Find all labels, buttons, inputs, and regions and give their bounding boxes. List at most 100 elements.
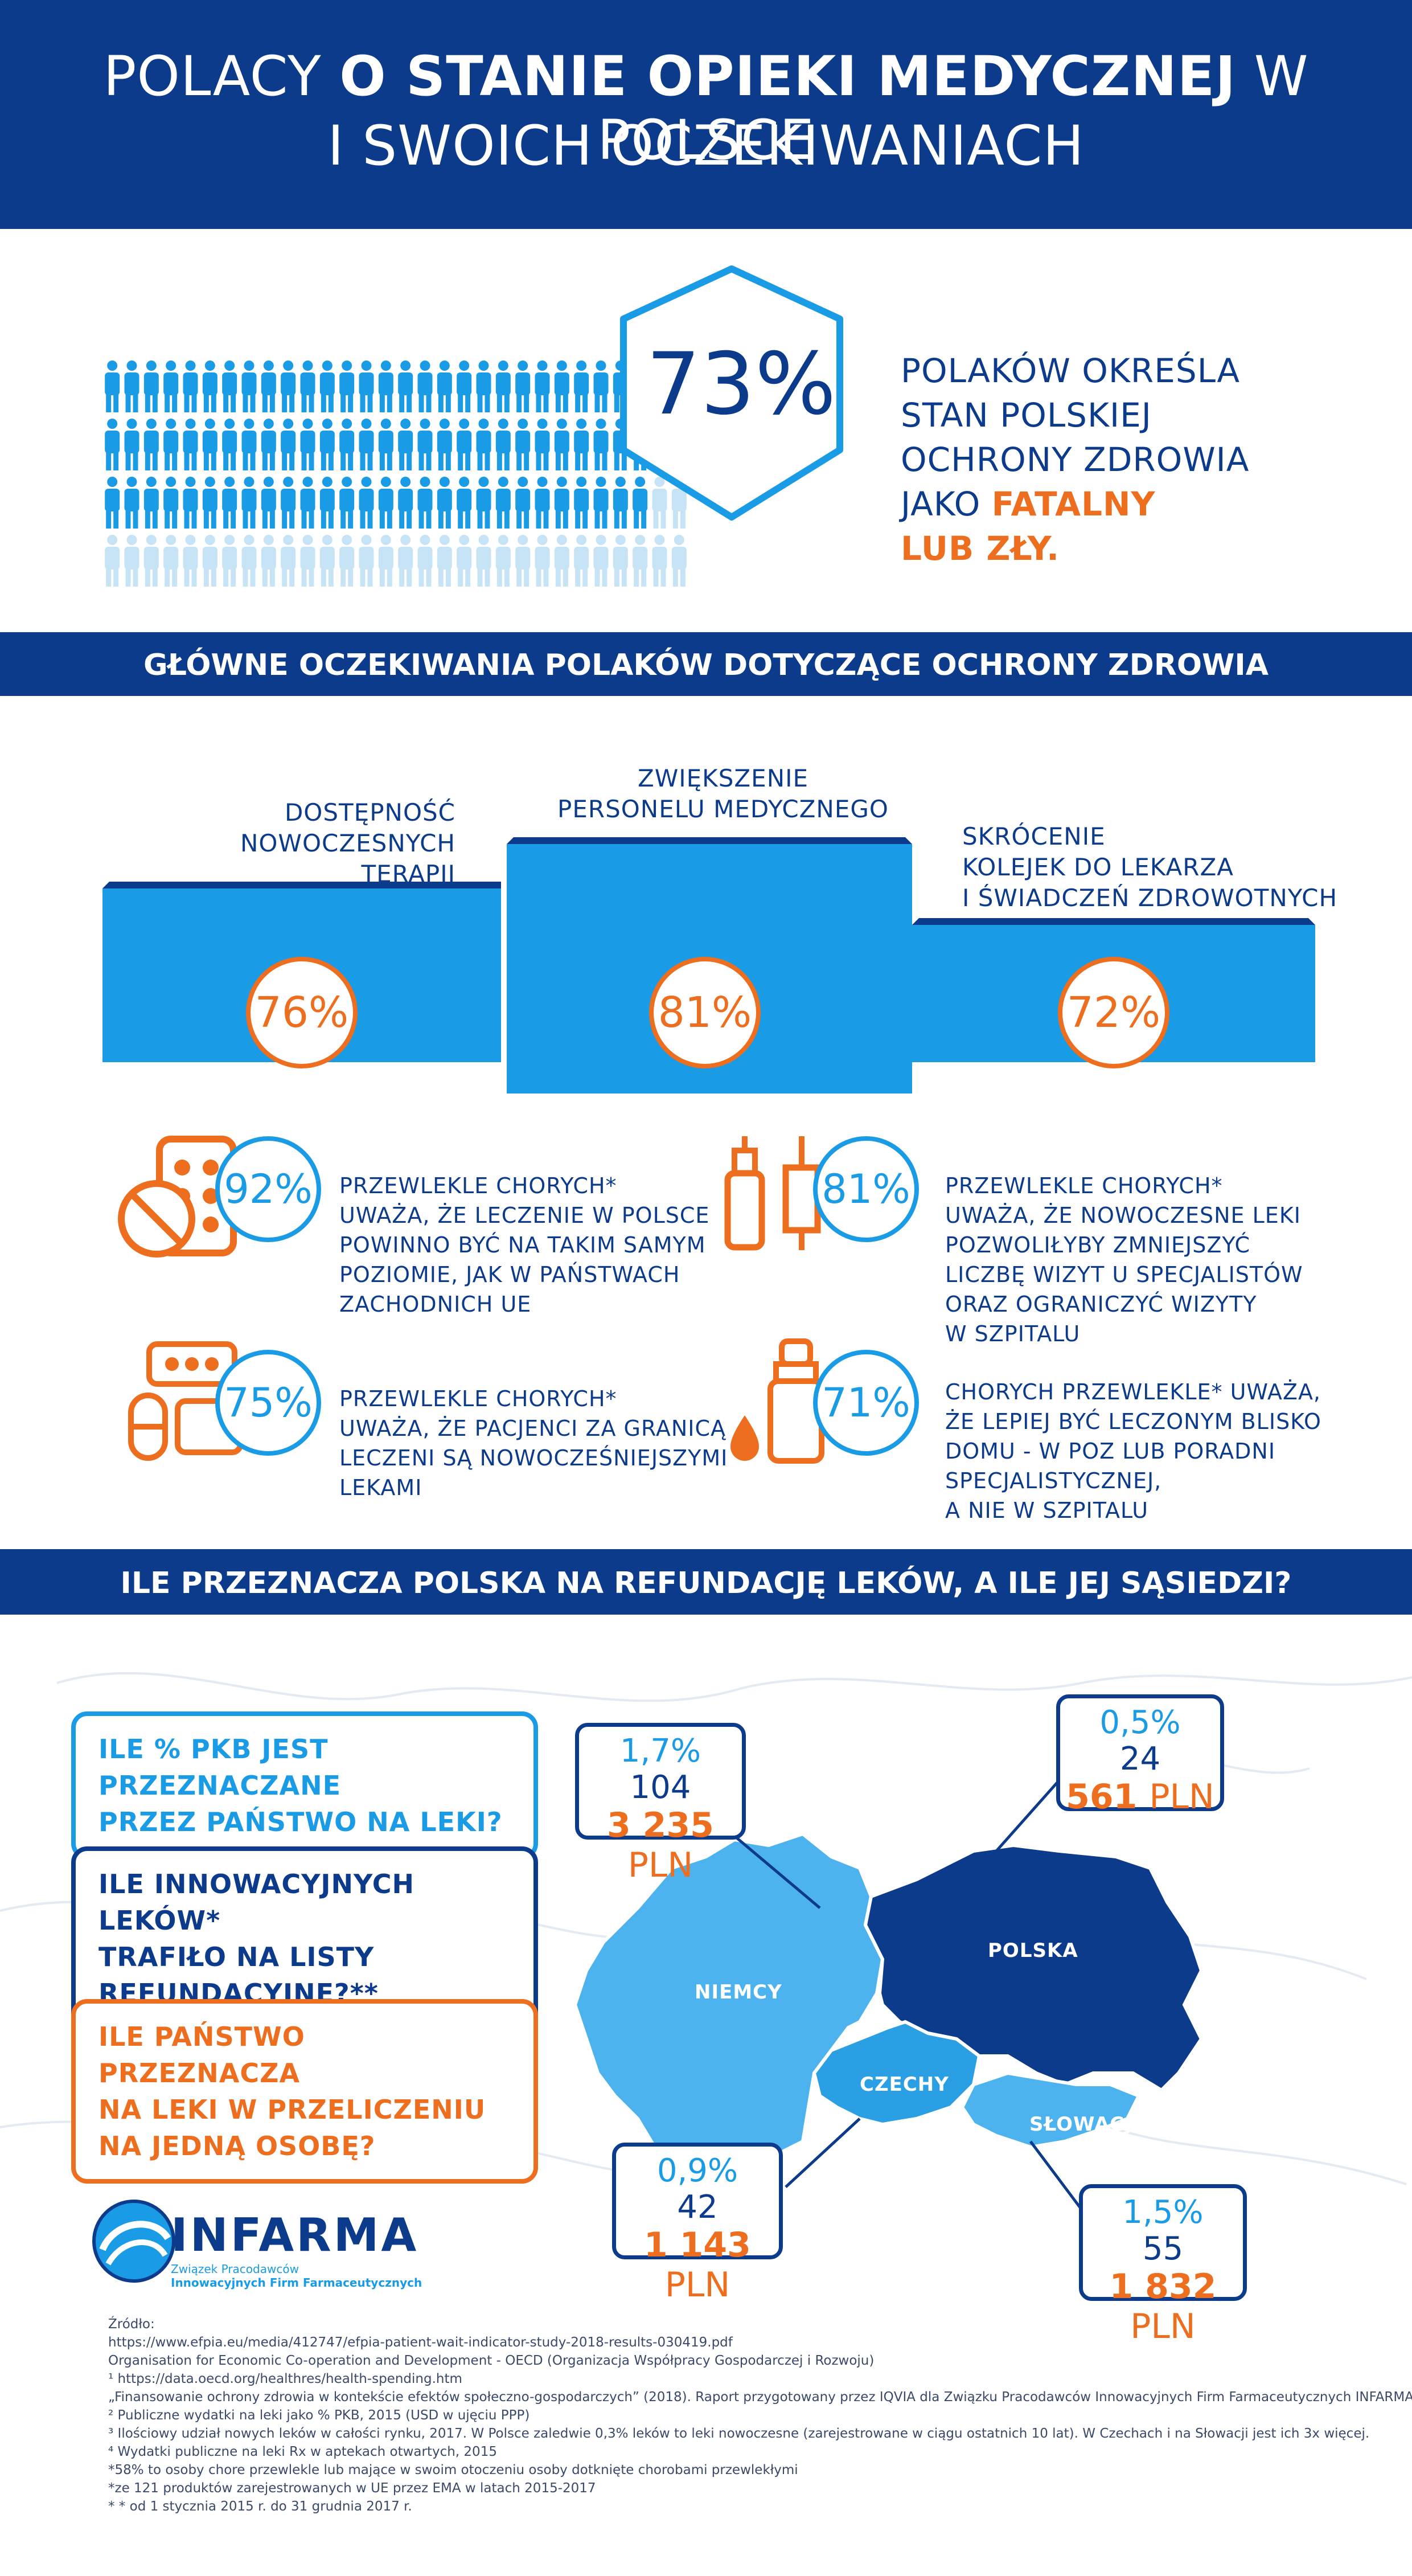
expectation-label-staff-l1: ZWIĘKSZENIE [637, 764, 809, 792]
chronic-text-4-line-5: A NIE W SZPITALU [945, 1498, 1149, 1523]
person-icon [261, 535, 276, 587]
person-icon [281, 477, 296, 529]
czechia-pkb: 0,9% [656, 2152, 738, 2189]
expectation-label-therapies-l2: NOWOCZESNYCH TERAPII [240, 829, 455, 888]
person-icon [202, 361, 217, 412]
person-icon [222, 419, 237, 470]
source-line: ¹ https://data.oecd.org/healthres/health… [108, 2372, 462, 2386]
person-icon [535, 477, 550, 529]
person-icon [476, 535, 491, 587]
person-icon [554, 477, 569, 529]
expectation-value-staff: 81% [649, 957, 761, 1068]
germany-currency: PLN [627, 1845, 693, 1885]
question-capita-line-3: NA JEDNĄ OSOBĘ? [98, 2131, 376, 2161]
person-icon [554, 419, 569, 470]
person-icon [398, 361, 413, 412]
country-label-czechia: CZECHY [860, 2073, 949, 2096]
person-icon [437, 477, 452, 529]
chronic-text-3-line-2: UWAŻA, ŻE PACJENCI ZA GRANICĄ [339, 1416, 726, 1441]
poland-drugs: 24 [1119, 1740, 1161, 1778]
country-label-germany: NIEMCY [695, 1981, 782, 2004]
hexagon-badge-icon [620, 265, 843, 521]
person-icon [378, 361, 393, 412]
person-icon [476, 419, 491, 470]
leader-poland [995, 1773, 1066, 1852]
germany-drugs: 104 [630, 1769, 691, 1806]
expectation-value-queues: 72% [1058, 957, 1169, 1068]
chronic-text-3-line-1: PRZEWLEKLE CHORYCH* [339, 1386, 617, 1411]
person-icon [535, 361, 550, 412]
person-icon [124, 477, 139, 529]
person-icon [281, 535, 296, 587]
person-icon [437, 419, 452, 470]
poland-currency: PLN [1149, 1777, 1214, 1817]
map-slovakia [960, 2071, 1142, 2149]
pills-icon [118, 1136, 237, 1258]
slovakia-currency: PLN [1130, 2307, 1196, 2346]
people-grid-icon [105, 361, 687, 587]
person-icon [300, 361, 315, 412]
chronic-value-2: 81% [813, 1136, 919, 1242]
person-icon [457, 361, 472, 412]
person-icon [574, 419, 589, 470]
person-icon [378, 477, 393, 529]
header-band: POLACY O STANIE OPIEKI MEDYCZNEJ W POLSC… [0, 0, 1412, 229]
source-line: ² Publiczne wydatki na leki jako % PKB, … [108, 2408, 530, 2423]
expectation-label-therapies-l1: DOSTĘPNOŚĆ [284, 798, 455, 826]
person-icon [241, 535, 257, 587]
chronic-text-4-line-2: ŻE LEPIEJ BYĆ LECZONYM BLISKO [945, 1409, 1321, 1434]
person-icon [476, 477, 491, 529]
person-icon [378, 419, 393, 470]
person-icon [613, 477, 628, 529]
question-drugs-line-1: ILE INNOWACYJNYCH LEKÓW* [98, 1869, 414, 1936]
country-label-poland: POLSKA [988, 1939, 1078, 1962]
capsules-icon [128, 1341, 243, 1461]
question-pkb-line-1: ILE % PKB JEST PRZEZNACZANE [98, 1734, 341, 1801]
callout-germany: 1,7% 104 3 235 PLN [575, 1723, 746, 1885]
slovakia-per-capita: 1 832 [1109, 2267, 1217, 2307]
czechia-currency: PLN [664, 2265, 730, 2305]
person-icon [183, 477, 198, 529]
chronic-value-4: 71% [813, 1350, 919, 1456]
refund-band: ILE PRZEZNACZA POLSKA NA REFUNDACJĘ LEKÓ… [0, 1549, 1412, 1615]
person-icon [163, 419, 179, 470]
person-icon [593, 535, 609, 587]
headline-line-3: OCHRONY ZDROWIA [901, 440, 1250, 479]
person-icon [261, 361, 276, 412]
question-capita-line-1: ILE PAŃSTWO PRZEZNACZA [98, 2021, 305, 2088]
source-line: Organisation for Economic Co-operation a… [108, 2353, 875, 2368]
refund-title: ILE PRZEZNACZA POLSKA NA REFUNDACJĘ LEKÓ… [120, 1566, 1292, 1600]
slovakia-pkb: 1,5% [1122, 2194, 1204, 2231]
person-icon [124, 535, 139, 587]
page-title: POLACY O STANIE OPIEKI MEDYCZNEJ W POLSC… [0, 44, 1412, 172]
chronic-text-2-line-5: ORAZ OGRANICZYĆ WIZYTY [945, 1292, 1257, 1317]
source-line: *58% to osoby chore przewlekle lub mając… [108, 2463, 798, 2477]
headline-highlight-1: FATALNY [991, 485, 1156, 523]
person-icon [495, 477, 511, 529]
person-icon [417, 361, 433, 412]
person-icon [398, 419, 413, 470]
person-icon [593, 361, 609, 412]
person-icon [281, 419, 296, 470]
person-icon [183, 535, 198, 587]
page-title-line2: I SWOICH OCZEKIWANIACH [327, 114, 1085, 178]
person-icon [515, 477, 531, 529]
map-poland [863, 1843, 1204, 2092]
person-icon [124, 361, 139, 412]
headline-percent: 73% [646, 335, 836, 434]
person-icon [417, 419, 433, 470]
person-icon [613, 535, 628, 587]
person-icon [652, 535, 667, 587]
chronic-text-1-line-1: PRZEWLEKLE CHORYCH* [339, 1173, 617, 1198]
title-pre: POLACY [103, 44, 340, 108]
person-icon [339, 419, 355, 470]
person-icon [574, 477, 589, 529]
poland-per-capita: 561 [1066, 1777, 1138, 1817]
question-capita-line-2: NA LEKI W PRZELICZENIU [98, 2094, 486, 2125]
person-icon [417, 535, 433, 587]
chronic-text-1-line-2: UWAŻA, ŻE LECZENIE W POLSCE [339, 1203, 710, 1228]
person-icon [417, 477, 433, 529]
person-icon [105, 361, 120, 412]
person-icon [163, 361, 179, 412]
person-icon [457, 535, 472, 587]
